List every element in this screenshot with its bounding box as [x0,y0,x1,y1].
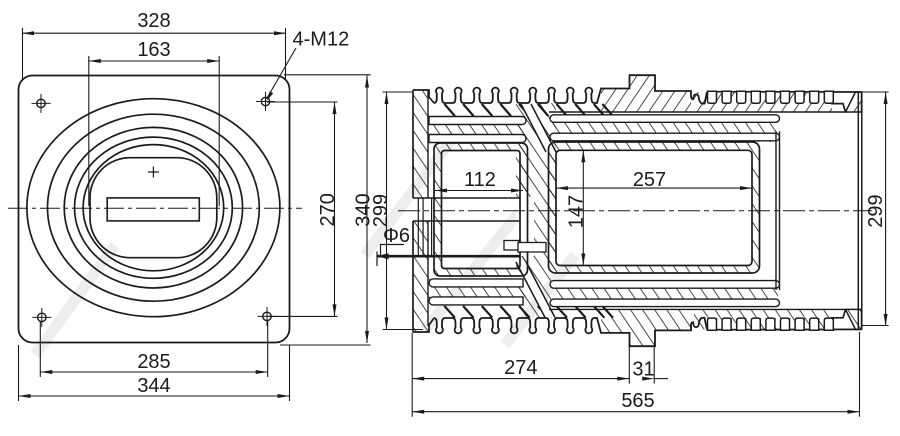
svg-text:257: 257 [633,169,666,191]
svg-text:299: 299 [370,194,392,227]
svg-text:274: 274 [504,357,537,379]
svg-text:4-M12: 4-M12 [293,29,350,51]
svg-text:344: 344 [137,375,170,397]
svg-text:147: 147 [566,195,588,228]
svg-text:340: 340 [353,193,375,226]
svg-text:Φ6: Φ6 [383,225,410,247]
svg-text:565: 565 [621,390,654,412]
svg-text:270: 270 [317,193,339,226]
svg-text:112: 112 [464,169,496,191]
svg-text:285: 285 [137,351,170,373]
svg-text:299: 299 [865,194,887,227]
svg-text:163: 163 [137,39,170,61]
svg-text:328: 328 [137,10,170,32]
svg-text:31: 31 [632,359,654,381]
